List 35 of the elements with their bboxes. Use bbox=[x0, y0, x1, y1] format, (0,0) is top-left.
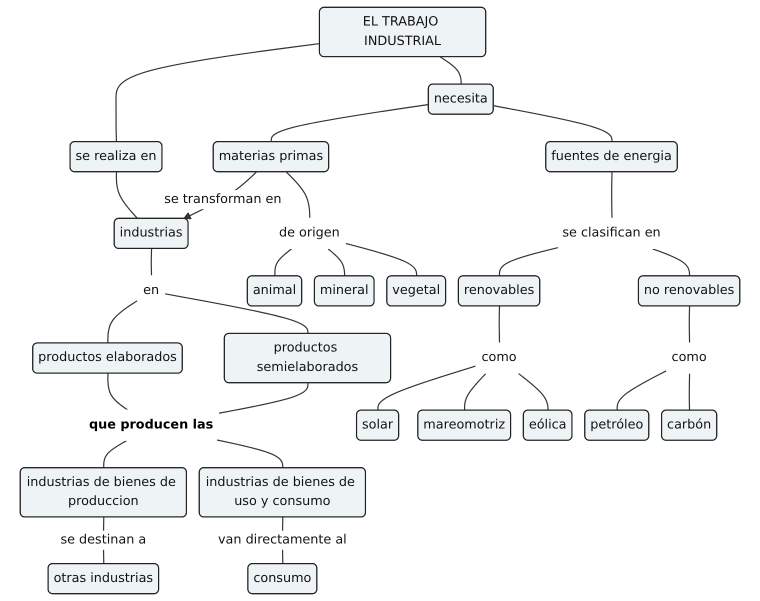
connector bbox=[115, 42, 320, 142]
connector bbox=[274, 248, 292, 276]
connector bbox=[346, 242, 418, 276]
connector bbox=[150, 248, 152, 276]
node-text: como bbox=[481, 350, 517, 365]
connector bbox=[107, 300, 138, 344]
node-text: en bbox=[143, 283, 160, 298]
connector bbox=[494, 105, 613, 142]
connector bbox=[286, 172, 310, 219]
connector bbox=[611, 172, 613, 219]
connector bbox=[518, 373, 549, 411]
connector bbox=[464, 373, 486, 411]
connector bbox=[616, 370, 668, 411]
edge-label: van directamente al bbox=[218, 532, 347, 548]
connector bbox=[107, 374, 130, 412]
connector bbox=[498, 306, 500, 344]
edge-label: se transforman en bbox=[164, 192, 282, 207]
connector bbox=[328, 248, 346, 276]
connector bbox=[652, 248, 690, 276]
node-text: que producen las bbox=[88, 417, 214, 432]
connector bbox=[498, 246, 559, 276]
node-text: de origen bbox=[278, 226, 340, 240]
connector bbox=[270, 104, 429, 142]
node-text: como bbox=[672, 350, 707, 365]
connector bbox=[116, 172, 138, 220]
connector bbox=[218, 383, 309, 414]
node-text: se clasifican en bbox=[562, 226, 661, 240]
connector bbox=[164, 293, 309, 334]
connector bbox=[103, 440, 127, 468]
connector bbox=[377, 365, 477, 411]
connector bbox=[688, 306, 690, 344]
connector bbox=[440, 56, 462, 84]
connector bbox=[688, 374, 690, 411]
connector bbox=[216, 439, 284, 468]
edge-label: se destinan a bbox=[60, 532, 146, 548]
